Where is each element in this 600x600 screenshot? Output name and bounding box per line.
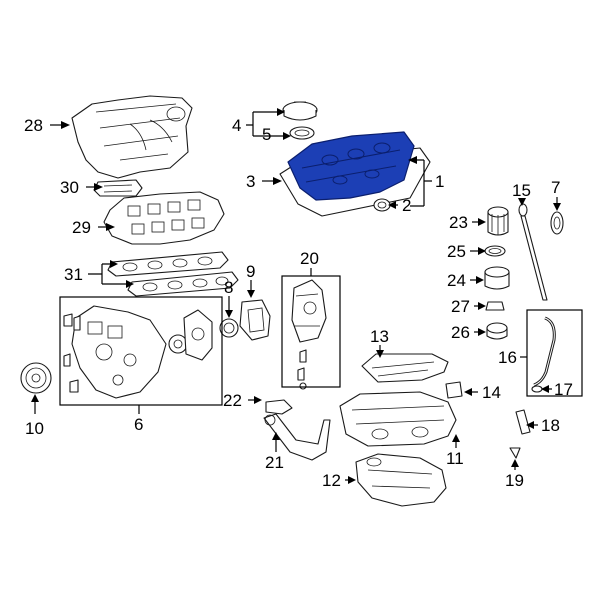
- callout-23[interactable]: 23: [449, 213, 468, 232]
- callout-6[interactable]: 6: [134, 415, 143, 434]
- callout-22[interactable]: 22: [223, 391, 242, 410]
- callout-25[interactable]: 25: [447, 242, 466, 261]
- sensor-tip-part[interactable]: [509, 447, 521, 459]
- grommet-part[interactable]: [373, 198, 391, 212]
- o-ring-part[interactable]: [484, 245, 506, 257]
- callout-7[interactable]: 7: [551, 178, 560, 197]
- callout-13[interactable]: 13: [370, 327, 389, 346]
- oil-strainer-part[interactable]: [265, 399, 293, 415]
- callout-4[interactable]: 4: [232, 116, 241, 135]
- callout-9[interactable]: 9: [246, 262, 255, 281]
- callout-12[interactable]: 12: [322, 471, 341, 490]
- callout-19[interactable]: 19: [505, 471, 524, 490]
- baffle-plate-part[interactable]: [361, 353, 449, 383]
- cap-gasket-part[interactable]: [289, 126, 315, 140]
- callout-17[interactable]: 17: [554, 380, 573, 399]
- manifold-gaskets-part[interactable]: [107, 251, 239, 297]
- callout-numbers: 1 2 3 4 5 6 7 8 9 10 11 12 13 14 15 16 1…: [24, 116, 573, 490]
- callout-26[interactable]: 26: [451, 323, 470, 342]
- dipstick-tube-part[interactable]: [533, 316, 556, 387]
- filter-housing-cap-part[interactable]: [484, 266, 510, 290]
- oil-pickup-tube-part[interactable]: [263, 413, 331, 461]
- intake-manifold-lower-part[interactable]: [103, 191, 225, 245]
- intake-manifold-upper-part[interactable]: [71, 95, 193, 179]
- cover-gasket-part[interactable]: [239, 299, 271, 341]
- sensor-part[interactable]: [515, 409, 531, 435]
- callout-2[interactable]: 2: [402, 196, 411, 215]
- clip-part[interactable]: [445, 381, 463, 399]
- callout-24[interactable]: 24: [447, 271, 466, 290]
- gasket-small-part[interactable]: [93, 179, 143, 197]
- drain-plug-part[interactable]: [485, 301, 505, 311]
- callout-15[interactable]: 15: [512, 181, 531, 200]
- timing-cover-part[interactable]: [63, 305, 213, 399]
- oil-filler-cap-part[interactable]: [282, 101, 318, 121]
- callout-27[interactable]: 27: [451, 297, 470, 316]
- callout-31[interactable]: 31: [64, 265, 83, 284]
- timing-cover-group-box: [59, 296, 223, 406]
- callout-10[interactable]: 10: [25, 419, 44, 438]
- callout-16[interactable]: 16: [498, 348, 517, 367]
- callout-3[interactable]: 3: [246, 172, 255, 191]
- callout-20[interactable]: 20: [300, 249, 319, 268]
- oil-pump-part[interactable]: [291, 279, 327, 390]
- dipstick-part[interactable]: [518, 203, 548, 301]
- dipstick-tube-group-box: [526, 309, 583, 397]
- callout-30[interactable]: 30: [60, 178, 79, 197]
- oil-pan-lower-part[interactable]: [355, 453, 447, 507]
- callout-8[interactable]: 8: [224, 278, 233, 297]
- front-seal-part[interactable]: [219, 318, 239, 338]
- tube-o-ring-part[interactable]: [531, 385, 543, 393]
- seal-part[interactable]: [550, 211, 564, 235]
- callout-21[interactable]: 21: [265, 453, 284, 472]
- oil-filter-part[interactable]: [487, 206, 509, 236]
- filter-element-part[interactable]: [486, 322, 508, 340]
- callout-1[interactable]: 1: [435, 172, 444, 191]
- crankshaft-pulley-part[interactable]: [20, 362, 52, 394]
- callout-29[interactable]: 29: [72, 218, 91, 237]
- callout-11[interactable]: 11: [446, 449, 464, 468]
- valve-cover-part[interactable]: [287, 131, 415, 201]
- callout-14[interactable]: 14: [482, 383, 501, 402]
- leader-lines: [31, 108, 561, 484]
- callout-28[interactable]: 28: [24, 116, 43, 135]
- callout-18[interactable]: 18: [541, 416, 560, 435]
- oil-pan-upper-part[interactable]: [339, 391, 457, 447]
- callout-5[interactable]: 5: [262, 125, 271, 144]
